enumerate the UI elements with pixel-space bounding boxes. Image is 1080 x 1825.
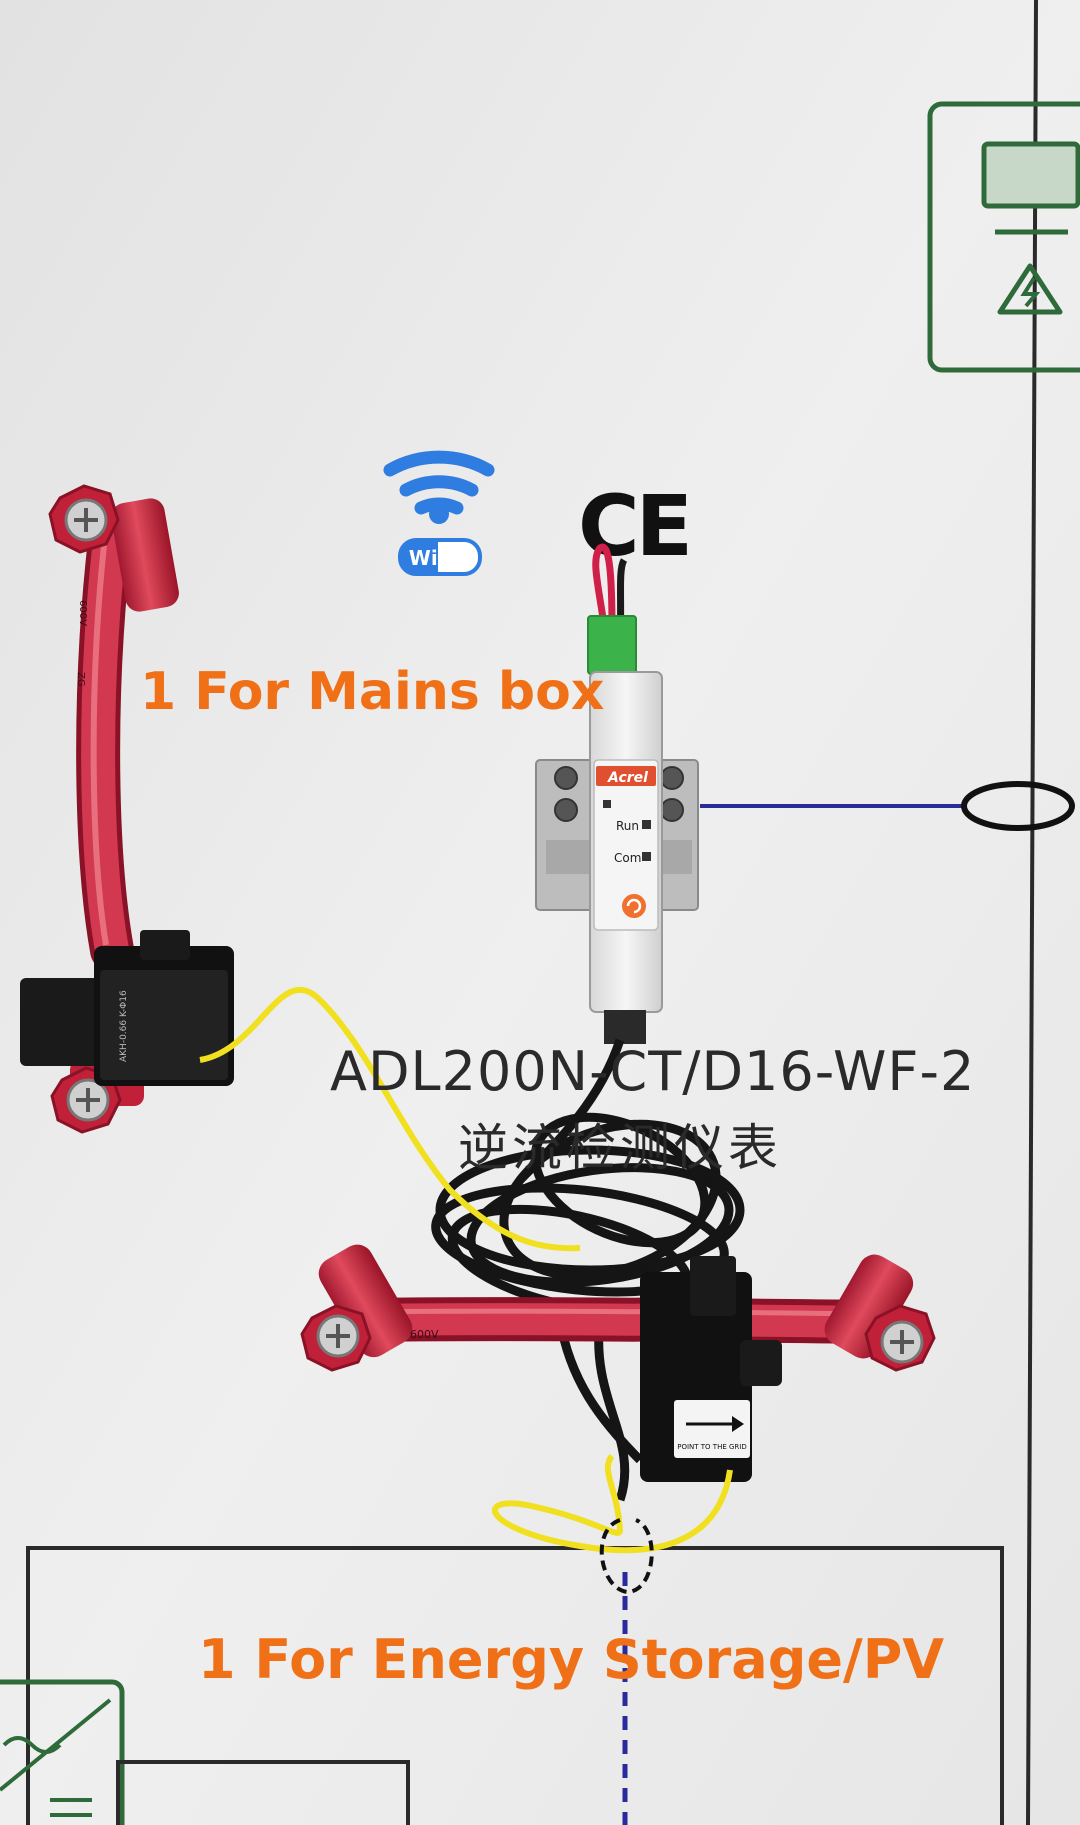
meter-com-label: Com (614, 851, 641, 865)
meter-reset-arrow (626, 898, 642, 914)
meter-reset-icon (622, 894, 646, 918)
meter-run-label: Run (616, 819, 639, 833)
meter-indicator (603, 800, 611, 808)
lightning-icon (997, 263, 1063, 315)
ct-symbol (961, 781, 1075, 831)
model-number-text: ADL200N-CT/D16-WF-2 (330, 1040, 976, 1103)
yellow-wire-bottom (492, 1454, 733, 1554)
board-vertical-line (1026, 0, 1038, 1825)
arrow-right-icon (732, 1416, 744, 1432)
ct-left-print: AKH-0.66 K-Φ16 (119, 990, 129, 1062)
wifi-badge-text: Wi Fi (409, 546, 471, 570)
energy-storage-label: 1 For Energy Storage/PV (198, 1628, 945, 1691)
storage-cable: 600V (300, 1244, 936, 1372)
meter-run-led (642, 820, 651, 829)
inverter-wave-icon (2, 1736, 62, 1754)
screw-icon (660, 766, 684, 790)
screw-icon (554, 798, 578, 822)
wifi-logo: Wi Fi (383, 450, 495, 576)
ct-arrow-label: POINT TO THE GRID (677, 1443, 746, 1451)
screw-icon (554, 766, 578, 790)
bottom-ct-clamp: POINT TO THE GRID (640, 1256, 782, 1482)
lightning-bolt-icon (1020, 276, 1041, 308)
inverter-box-corner (0, 1679, 125, 1825)
meter-com-led (642, 852, 651, 861)
yellow-wire-left (199, 986, 581, 1252)
screw-icon (660, 798, 684, 822)
mains-cable: 600V ZG (48, 484, 179, 1134)
inverter-slash (0, 1698, 112, 1792)
device-subtitle-text: 逆流检测仪表 (458, 1119, 782, 1177)
panel-display-icon (981, 141, 1080, 209)
cable-print-2: ZG (75, 672, 86, 687)
cable-print-3: 600V (410, 1328, 439, 1341)
board-bottom-box (26, 1546, 1004, 1825)
meter-cable-gland (604, 1010, 646, 1044)
panel-box (927, 101, 1080, 373)
cable-print: 600V (77, 600, 88, 626)
meter-brand: Acrel (607, 770, 648, 786)
mains-box-label: 1 For Mains box (140, 662, 605, 722)
meter-wire-red (592, 543, 616, 641)
board-small-box (116, 1760, 410, 1825)
left-ct-clamp: AKH-0.66 K-Φ16 (20, 930, 234, 1086)
meter-brand-strip (596, 766, 656, 786)
